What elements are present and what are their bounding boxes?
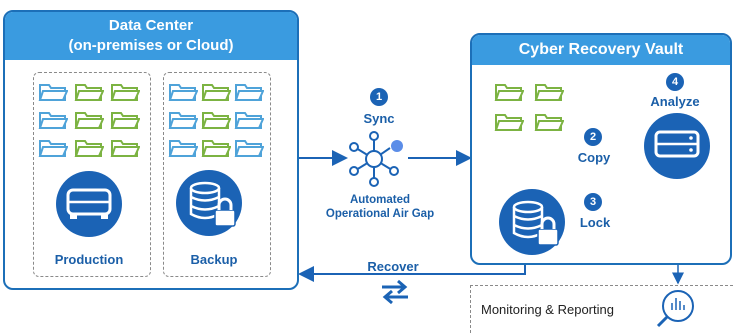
data-center-title: Data Center bbox=[108, 17, 194, 34]
monitoring-reporting-panel bbox=[470, 285, 735, 333]
folder-icon bbox=[74, 80, 105, 102]
backup-label: Backup bbox=[190, 252, 238, 267]
folder-icon bbox=[201, 80, 232, 102]
folder-icon bbox=[234, 108, 265, 130]
folder-icon bbox=[201, 136, 232, 158]
air-gap-caption-line1: Automated bbox=[349, 194, 411, 206]
folder-icon bbox=[38, 108, 69, 130]
lock-label: Lock bbox=[579, 215, 611, 230]
vault-database-lock-icon bbox=[499, 189, 565, 255]
production-storage-icon bbox=[56, 171, 122, 237]
backup-database-lock-icon bbox=[176, 170, 242, 236]
step-2-badge: 2 bbox=[584, 128, 602, 146]
folder-icon bbox=[110, 108, 141, 130]
monitoring-reporting-label: Monitoring & Reporting bbox=[481, 302, 614, 317]
recover-label: Recover bbox=[367, 259, 419, 274]
folder-icon bbox=[494, 80, 525, 102]
folder-icon bbox=[38, 136, 69, 158]
folder-icon bbox=[234, 136, 265, 158]
folder-icon bbox=[74, 108, 105, 130]
folder-icon bbox=[74, 136, 105, 158]
analyze-label: Analyze bbox=[650, 94, 700, 109]
step-4-badge: 4 bbox=[666, 73, 684, 91]
folder-icon bbox=[534, 110, 565, 132]
folder-icon bbox=[168, 108, 199, 130]
air-gap-caption-line2: Operational Air Gap bbox=[325, 208, 435, 220]
backup-panel bbox=[163, 72, 271, 277]
monitoring-magnifier-icon bbox=[656, 290, 694, 328]
data-center-subtitle: (on-premises or Cloud) bbox=[68, 37, 234, 54]
step-3-badge: 3 bbox=[584, 193, 602, 211]
data-center-header: Data Center (on-premises or Cloud) bbox=[5, 12, 297, 60]
analyze-server-icon bbox=[644, 113, 710, 179]
folder-icon bbox=[234, 80, 265, 102]
folder-icon bbox=[38, 80, 69, 102]
production-panel bbox=[33, 72, 151, 277]
folder-icon bbox=[168, 136, 199, 158]
copy-label: Copy bbox=[577, 150, 611, 165]
recover-arrow bbox=[298, 262, 526, 282]
folder-icon bbox=[534, 80, 565, 102]
folder-icon bbox=[168, 80, 199, 102]
sync-label: Sync bbox=[363, 111, 395, 126]
network-hub-icon bbox=[349, 131, 403, 187]
recover-sync-icon bbox=[382, 279, 408, 305]
air-gap-caption: Automated Operational Air Gap bbox=[318, 193, 442, 221]
folder-icon bbox=[110, 80, 141, 102]
folder-icon bbox=[110, 136, 141, 158]
folder-icon bbox=[494, 110, 525, 132]
step-1-badge: 1 bbox=[370, 88, 388, 106]
vault-header: Cyber Recovery Vault bbox=[472, 35, 730, 65]
production-label: Production bbox=[54, 252, 124, 267]
folder-icon bbox=[201, 108, 232, 130]
